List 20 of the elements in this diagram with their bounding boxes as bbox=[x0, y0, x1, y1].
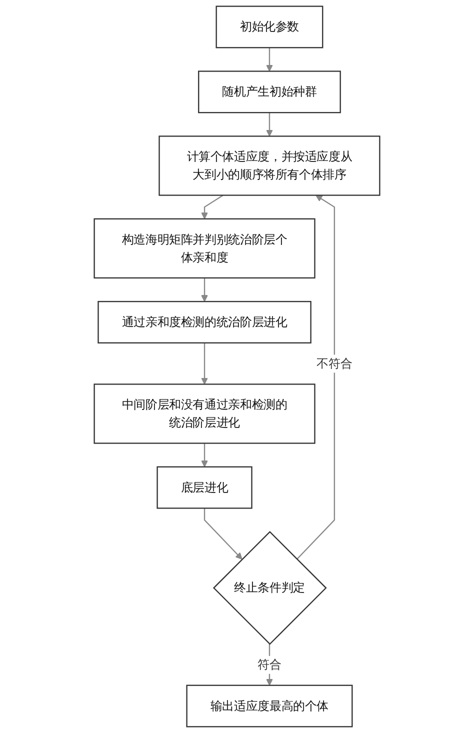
arrow bbox=[266, 112, 273, 137]
node-box: 计算个体适应度，并按适应度从大到小的顺序将所有个体排序 bbox=[158, 136, 380, 196]
edge-label: 不符合 bbox=[316, 356, 352, 370]
node-box: 中间阶层和没有通过亲和检测的统治阶层进化 bbox=[94, 384, 316, 444]
node-box: 输出适应度最高的个体 bbox=[186, 684, 353, 728]
node-box: 底层进化 bbox=[156, 466, 252, 509]
node-box: 随机产生初始种群 bbox=[198, 70, 341, 114]
arrow bbox=[266, 48, 273, 72]
arrow bbox=[266, 644, 273, 686]
arrow bbox=[296, 194, 336, 560]
node-diamond: 终止条件判定 bbox=[212, 531, 327, 645]
edge-label: 符合 bbox=[258, 657, 282, 672]
arrow bbox=[201, 443, 208, 468]
arrow bbox=[201, 278, 208, 302]
node-box: 构造海明矩阵并判别统治阶层个体亲和度 bbox=[94, 218, 316, 278]
node-box: 通过亲和度检测的统治阶层进化 bbox=[98, 300, 312, 344]
arrow bbox=[204, 508, 242, 560]
arrow bbox=[201, 194, 224, 220]
arrow bbox=[201, 342, 208, 385]
node-box: 初始化参数 bbox=[216, 6, 324, 48]
